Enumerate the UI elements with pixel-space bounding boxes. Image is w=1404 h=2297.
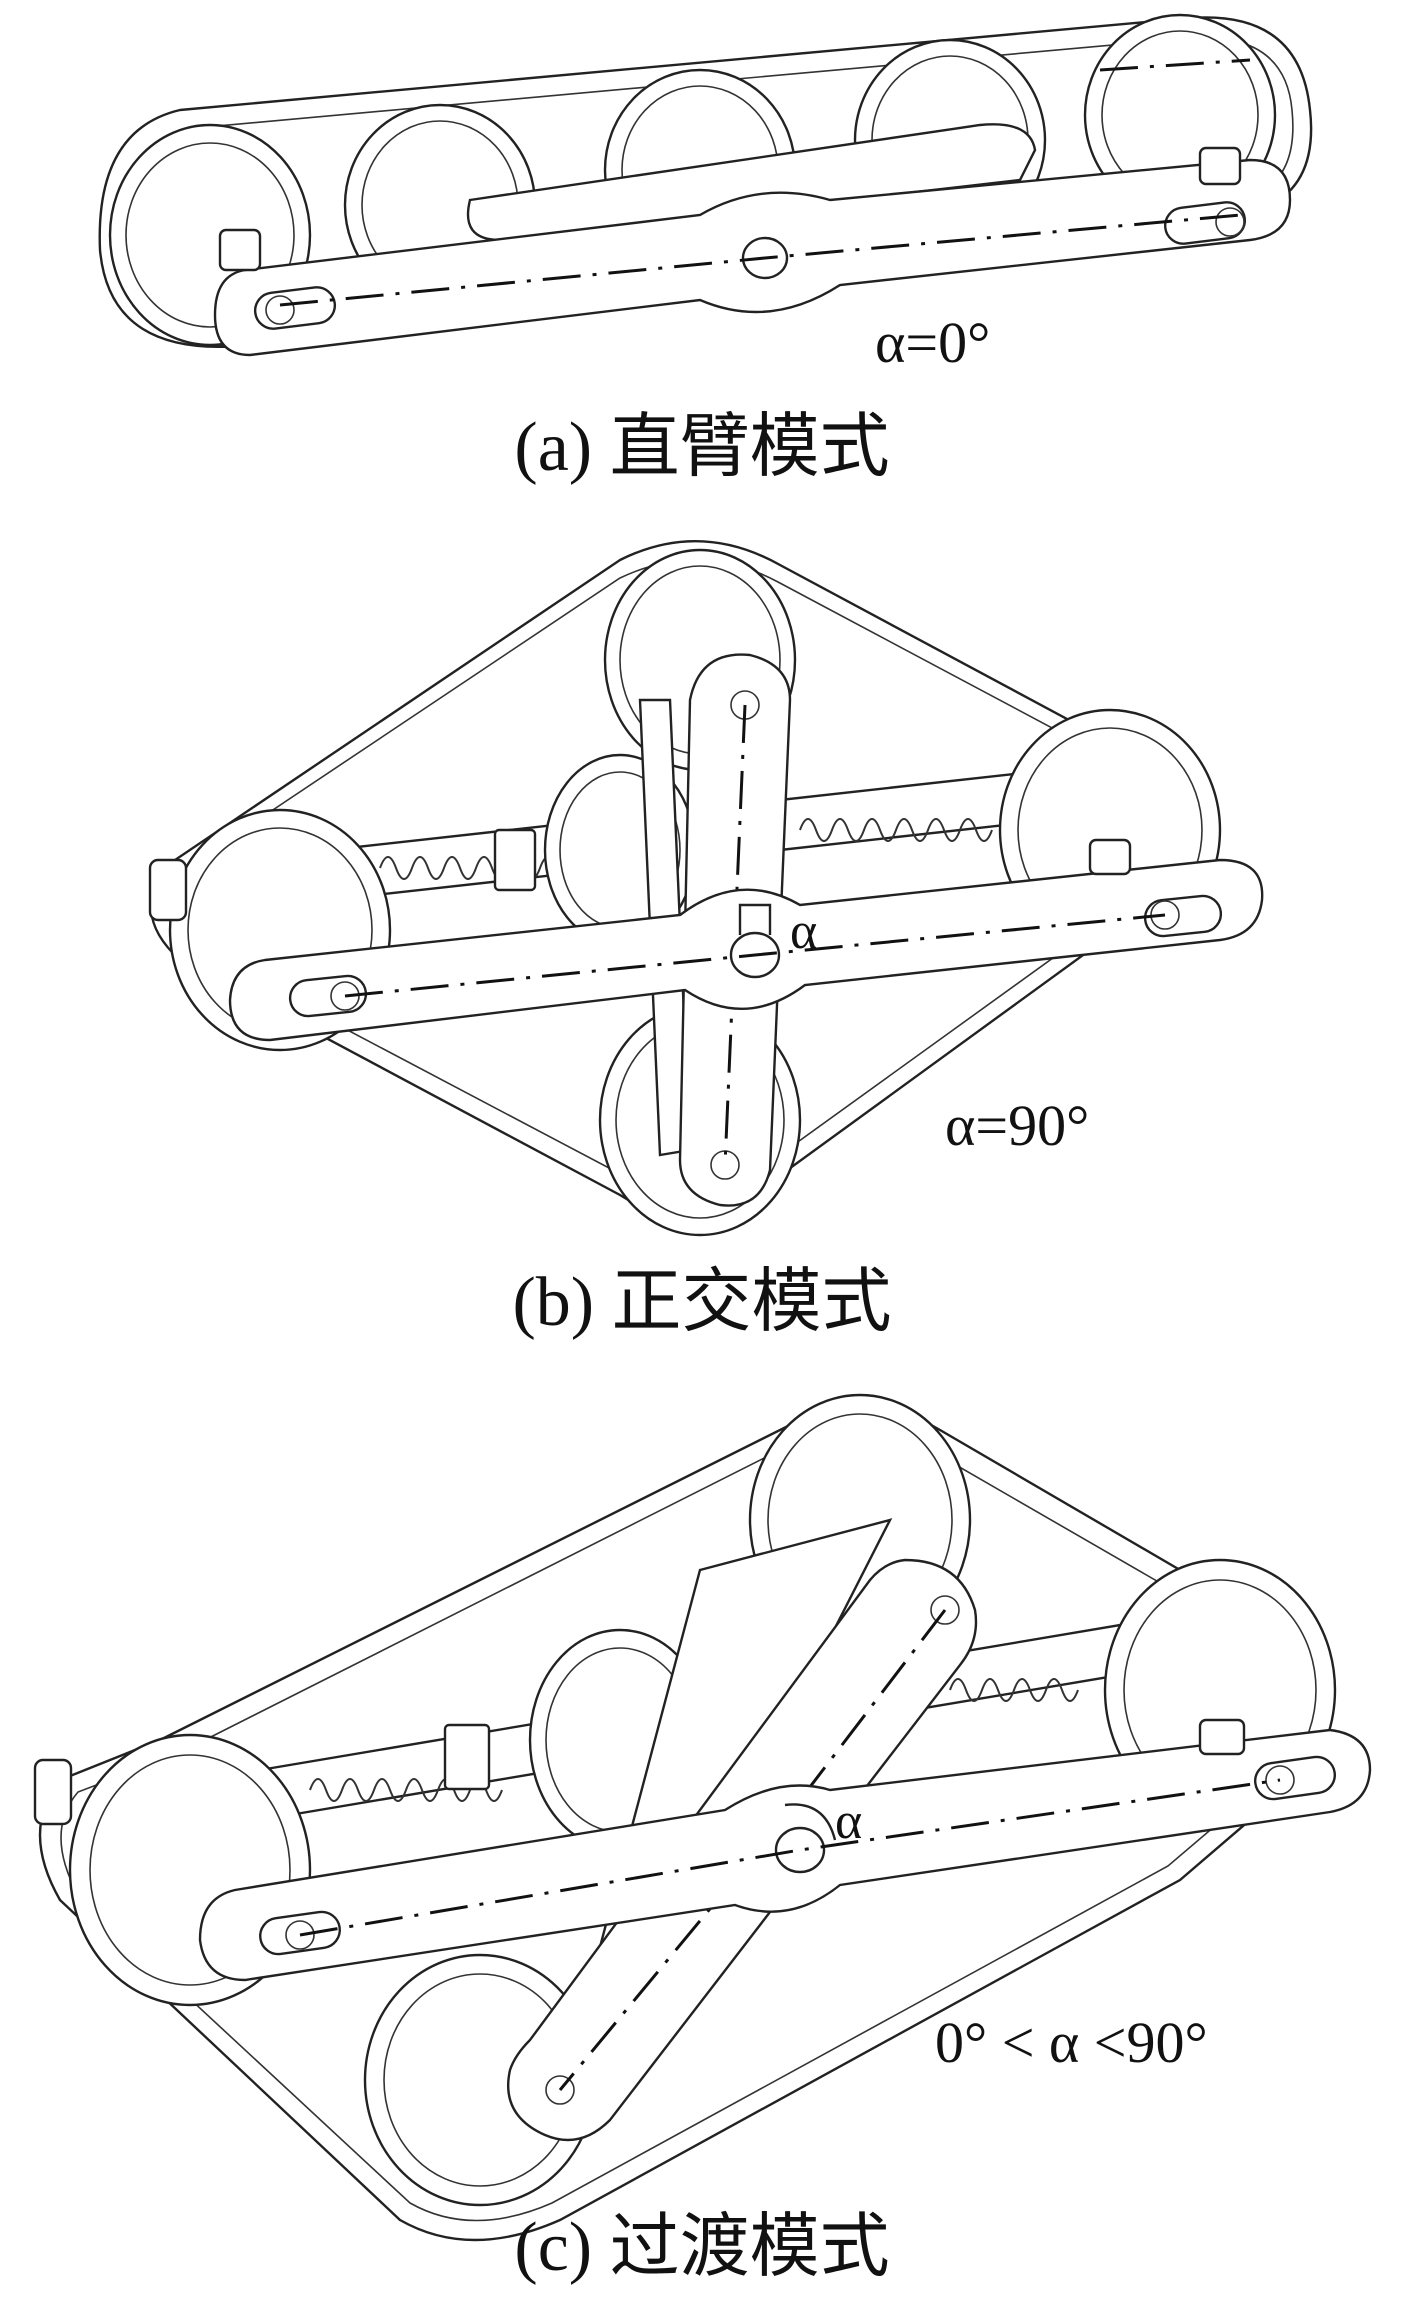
panel-c-horizontal-arm [198,1728,1372,1982]
panel-a-angle-label: α=0° [875,310,990,375]
panel-a-caption: (a) 直臂模式 [514,409,889,486]
panel-b-horizontal-arm [228,858,1264,1042]
panel-b-angle-symbol: α [790,903,817,960]
panel-a-drawing [98,13,1313,357]
panel-b-angle-label: α=90° [945,1093,1089,1158]
panel-c-spring-right [949,1678,1079,1702]
panel-b-drawing [148,540,1264,1237]
panel-c-caption: (c) 过渡模式 [514,2209,889,2286]
panel-b-caption: (b) 正交模式 [512,1264,891,1341]
panel-c-angle-symbol: α [835,1793,862,1850]
panel-b-spring-right [799,818,993,842]
panel-b-spring-left [379,856,573,880]
panel-a-arm [213,58,1292,357]
panel-c-angle-label: 0° < α <90° [935,2010,1208,2075]
panel-c-drawing [33,1393,1372,2242]
